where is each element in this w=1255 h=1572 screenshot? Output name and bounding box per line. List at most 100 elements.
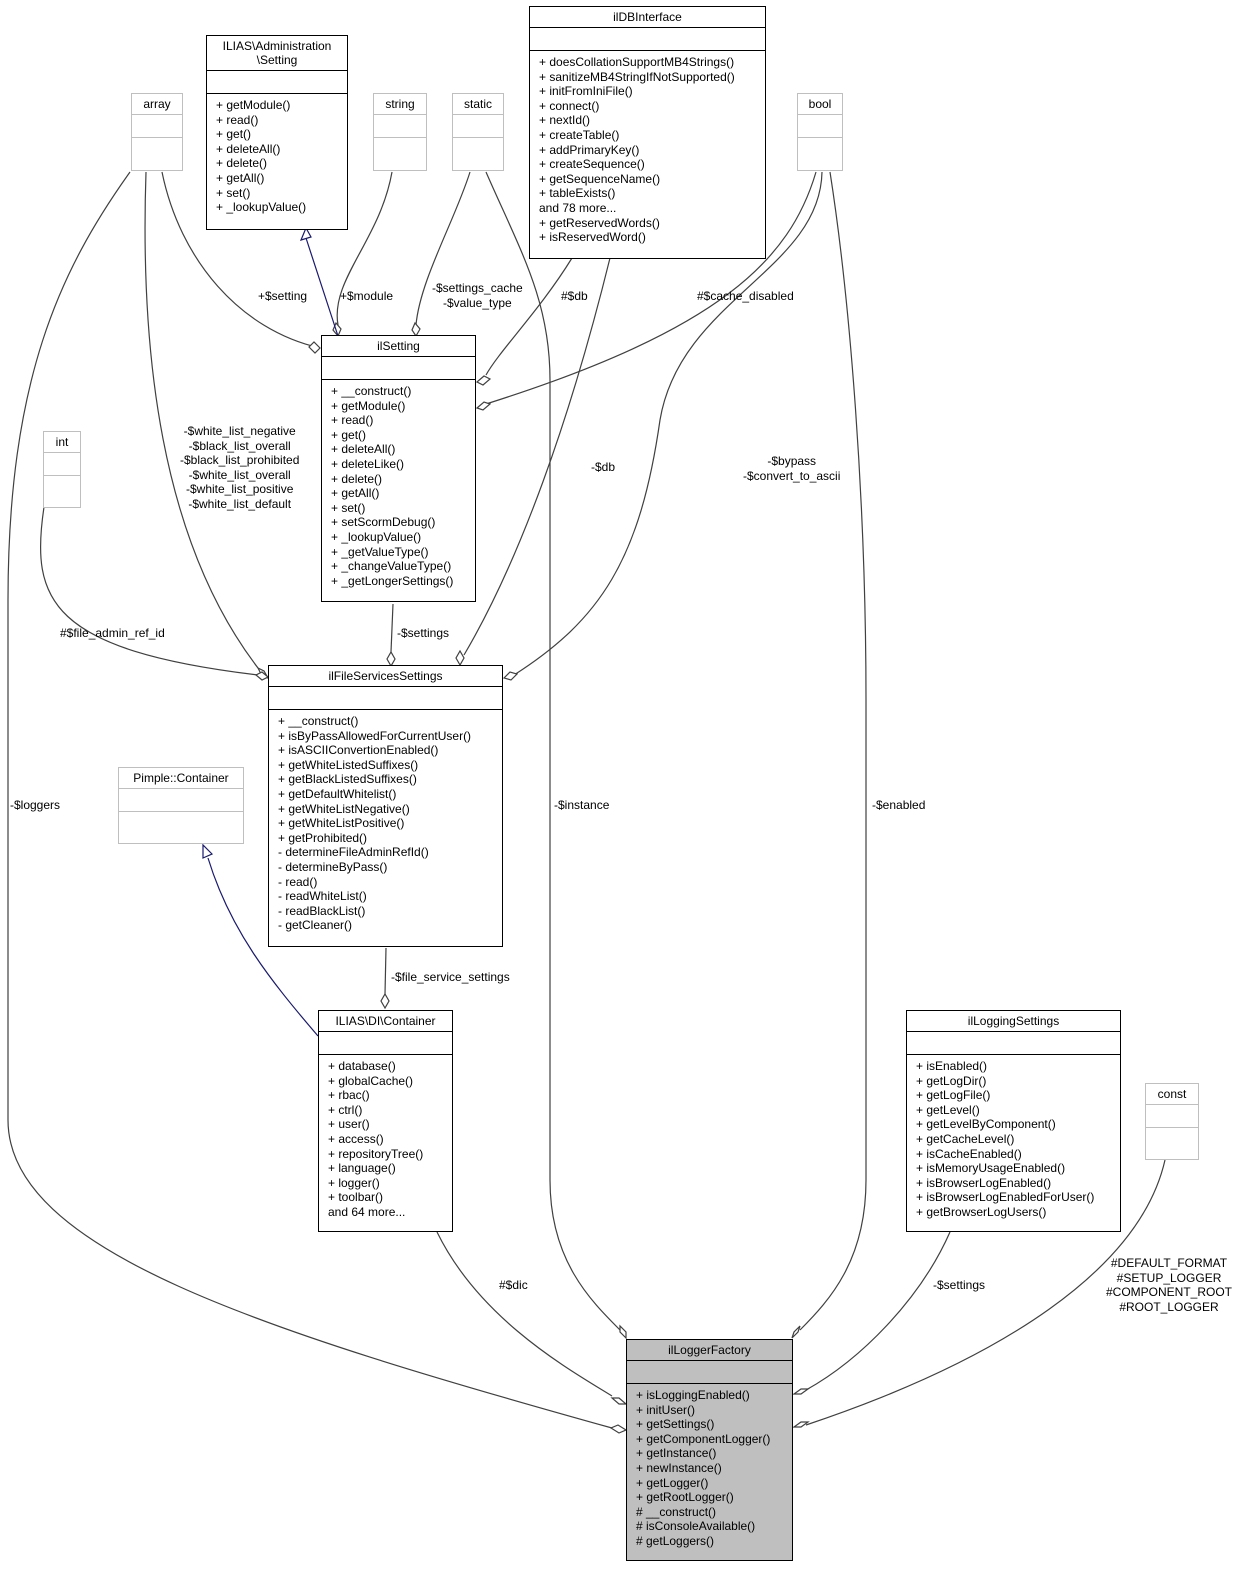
method-item: + getAll()	[216, 170, 265, 185]
class-ilsetting-title: ilSetting	[322, 336, 475, 357]
method-item: + isBrowserLogEnabledForUser()	[916, 1190, 1095, 1205]
method-item: + isASCIIConvertionEnabled()	[278, 743, 439, 758]
method-item: + getAll()	[331, 486, 380, 501]
edge-file-admin-ref-id	[39, 506, 259, 676]
method-item: # getLoggers()	[636, 1533, 715, 1548]
edge-setting	[161, 171, 321, 349]
class-logger-factory-title: ilLoggerFactory	[627, 1340, 792, 1361]
method-item: and 78 more...	[539, 200, 617, 215]
method-item: + getModule()	[216, 98, 291, 112]
diamond-file-admin-ref-id	[254, 671, 270, 681]
method-item: + ctrl()	[328, 1102, 363, 1117]
diamond-file-service-settings	[380, 992, 390, 1010]
method-item: + addPrimaryKey()	[539, 142, 640, 157]
edge-db-files	[463, 257, 611, 656]
edge-white-lists	[144, 171, 259, 669]
diamond-settings-cache	[411, 321, 421, 338]
method-item: + _getLongerSettings()	[331, 573, 454, 588]
method-item: + getWhiteListNegative()	[278, 801, 410, 816]
method-item: + getSettings()	[636, 1417, 715, 1432]
method-item: + access()	[328, 1131, 384, 1146]
method-item: + setScormDebug()	[331, 515, 436, 530]
method-item: + read()	[331, 413, 374, 428]
method-item: + getComponentLogger()	[636, 1431, 771, 1446]
label-settings-files: -$settings	[397, 626, 450, 640]
label-logger-settings: -$settings	[933, 1278, 986, 1292]
method-item: + getModule()	[331, 398, 406, 413]
method-item: + connect()	[539, 98, 600, 113]
method-item: + getSequenceName()	[539, 171, 661, 186]
method-item: + repositoryTree()	[328, 1146, 424, 1161]
class-pimple-container-title: Pimple::Container	[119, 768, 243, 789]
method-item: + isBrowserLogEnabled()	[916, 1175, 1052, 1190]
class-logging-settings-methods: + isEnabled()+ getLogDir()+ getLogFile()…	[907, 1055, 1120, 1222]
method-item: + set()	[331, 500, 366, 515]
label-dic: #$dic	[499, 1278, 528, 1292]
class-static: static	[452, 93, 504, 171]
class-ildbinterface: ilDBInterface + doesCollationSupportMB4S…	[529, 6, 766, 259]
class-admin-setting-title: ILIAS\Administration \Setting	[207, 36, 347, 71]
label-file-admin-ref-id: #$file_admin_ref_id	[60, 626, 165, 640]
method-item: + getBlackListedSuffixes()	[278, 772, 417, 787]
method-item: + sanitizeMB4StringIfNotSupported()	[539, 69, 735, 84]
class-di-container-methods: + database()+ globalCache()+ rbac()+ ctr…	[319, 1055, 452, 1222]
method-item: + getInstance()	[636, 1446, 717, 1461]
diamond-db-setting	[475, 375, 492, 386]
label-bypass: -$bypass -$convert_to_ascii	[743, 454, 841, 483]
method-item: + getLogFile()	[916, 1088, 991, 1103]
class-ildbinterface-methods: + doesCollationSupportMB4Strings()+ sani…	[530, 51, 765, 247]
method-item: + initUser()	[636, 1402, 696, 1417]
method-item: + doesCollationSupportMB4Strings()	[539, 55, 735, 69]
method-item: + getCacheLevel()	[916, 1131, 1015, 1146]
class-filesettings: ilFileServicesSettings + __construct()+ …	[268, 665, 503, 947]
method-item: + get()	[331, 427, 367, 442]
edge-cache-disabled	[485, 171, 817, 405]
method-item: + _lookupValue()	[216, 200, 307, 215]
label-file-service-settings: -$file_service_settings	[391, 970, 510, 984]
method-item: + getWhiteListPositive()	[278, 816, 405, 831]
class-ildbinterface-title: ilDBInterface	[530, 7, 765, 28]
diamond-bypass	[502, 671, 519, 681]
method-item: + database()	[328, 1059, 396, 1073]
method-item: + getLevelByComponent()	[916, 1117, 1056, 1132]
method-item: + getProhibited()	[278, 830, 368, 845]
method-item: + isMemoryUsageEnabled()	[916, 1161, 1066, 1176]
edge-module	[336, 171, 393, 326]
method-item: + deleteLike()	[331, 456, 405, 471]
class-string: string	[373, 93, 427, 171]
method-item: + getLogDir()	[916, 1073, 987, 1088]
diamond-setting	[308, 341, 321, 354]
class-string-title: string	[374, 94, 426, 115]
method-item: + getWhiteListedSuffixes()	[278, 757, 419, 772]
edge-enabled	[799, 171, 867, 1331]
edge-settings-files	[390, 603, 394, 653]
method-item: + rbac()	[328, 1088, 370, 1103]
method-item: + createTable()	[539, 127, 620, 142]
method-item: + getReservedWords()	[539, 215, 660, 230]
method-item: + delete()	[331, 471, 383, 486]
label-enabled: -$enabled	[872, 798, 926, 812]
method-item: + _changeValueType()	[331, 559, 452, 574]
method-item: + isReservedWord()	[539, 230, 646, 245]
label-constants: #DEFAULT_FORMAT #SETUP_LOGGER #COMPONENT…	[1106, 1256, 1233, 1314]
method-item: + getLogger()	[636, 1475, 709, 1490]
class-int: int	[43, 431, 81, 508]
method-item: + __construct()	[331, 384, 412, 398]
method-item: # __construct()	[636, 1504, 717, 1519]
class-bool-title: bool	[798, 94, 842, 115]
method-item: + language()	[328, 1161, 396, 1176]
method-item: + toolbar()	[328, 1190, 384, 1205]
class-array: array	[131, 93, 183, 171]
label-module: +$module	[340, 289, 394, 303]
class-admin-setting: ILIAS\Administration \Setting + getModul…	[206, 35, 348, 230]
method-item: + isCacheEnabled()	[916, 1146, 1022, 1161]
method-item: + isByPassAllowedForCurrentUser()	[278, 728, 472, 743]
edge-instance	[485, 171, 621, 1331]
class-di-container: ILIAS\DI\Container + database()+ globalC…	[318, 1010, 453, 1232]
method-item: - determineFileAdminRefId()	[278, 845, 429, 860]
method-item: + isLoggingEnabled()	[636, 1388, 750, 1402]
class-array-title: array	[132, 94, 182, 115]
method-item: + user()	[328, 1117, 370, 1132]
method-item: + logger()	[328, 1175, 380, 1190]
